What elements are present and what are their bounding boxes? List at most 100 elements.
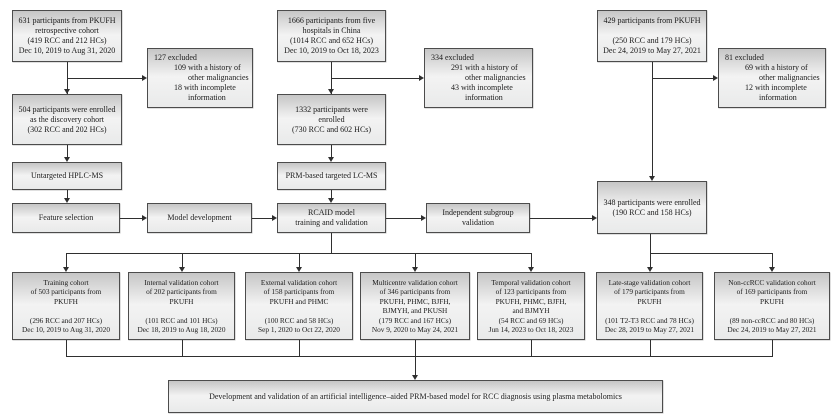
box-rcaid-model: RCAID model training and validation	[277, 203, 386, 233]
text-line: and BJMYH	[512, 306, 550, 315]
text-line: PRM-based targeted LC-MS	[285, 171, 378, 180]
text-line: Jun 14, 2023 to Oct 18, 2023	[488, 325, 574, 334]
text-line	[600, 26, 704, 36]
arrowhead-down	[64, 89, 70, 94]
text-line: PKUFH	[760, 296, 784, 306]
arrowhead-down	[63, 267, 69, 272]
arrowhead-down	[328, 89, 334, 94]
text-line: 69 with a history of	[745, 63, 808, 72]
arrowhead-right	[713, 75, 718, 81]
box-retrospective-cohort: 631 participants from PKUFH retrospectiv…	[12, 10, 122, 62]
box-excluded-334: 334 excluded 291 with a history of other…	[424, 48, 533, 108]
text-line: RCAID model	[308, 208, 355, 217]
text-line: Untargeted HPLC-MS	[30, 171, 104, 180]
text-line: (296 RCC and 207 HCs)	[29, 315, 103, 325]
text-line: (89 non-ccRCC and 80 HCs)	[729, 315, 815, 325]
text-line: 109 with a history of	[174, 63, 241, 72]
connector-line	[652, 62, 653, 176]
text-line: Dec 24, 2019 to May 27, 2021	[727, 325, 817, 334]
text-line: of 123 participants from	[495, 287, 567, 296]
connector-line	[386, 218, 421, 219]
text-line: 43 with incomplete	[451, 83, 513, 92]
text-line: validation	[462, 218, 494, 227]
connector-line	[415, 253, 416, 267]
arrowhead-right	[592, 215, 597, 221]
connector-line	[331, 145, 332, 157]
text-line: 1666 participants from five	[287, 16, 376, 25]
text-line: Non-ccRCC validation cohort	[728, 277, 816, 287]
text-line: Sep 1, 2020 to Oct 22, 2020	[258, 325, 340, 334]
box-prm-targeted-lc-ms: PRM-based targeted LC-MS	[277, 162, 386, 190]
text-line: Late-stage validation cohort	[608, 277, 691, 287]
arrowhead-down	[769, 267, 775, 272]
connector-line	[182, 253, 183, 267]
arrowhead-down	[649, 176, 655, 181]
text-line: of 202 participants from	[146, 287, 217, 296]
text-line: 504 participants were enrolled	[18, 104, 116, 114]
box-internal-validation-cohort: Internal validation cohort of 202 partic…	[128, 272, 235, 340]
box-late-stage-validation-cohort: Late-stage validation cohort of 179 part…	[596, 272, 703, 340]
connector-line	[67, 145, 68, 157]
text-line: 631 participants from PKUFH	[18, 16, 116, 25]
text-line: other malignancies	[188, 73, 249, 82]
connector-line	[650, 253, 651, 267]
text-line: 81 excluded	[725, 53, 764, 62]
text-line: 1332 participants were	[295, 104, 368, 114]
text-line: PKUFH, PHMC, BJFH,	[379, 296, 451, 306]
text-line: as the discovery cohort	[30, 114, 104, 124]
text-line: (302 RCC and 202 HCs)	[27, 124, 107, 134]
text-line: 334 excluded	[431, 53, 474, 62]
connector-line	[331, 78, 419, 79]
arrowhead-right	[272, 215, 277, 221]
text-line: (730 RCC and 602 HCs)	[291, 124, 372, 134]
box-excluded-81: 81 excluded 69 with a history of other m…	[718, 48, 826, 108]
text-line: 127 excluded	[154, 53, 197, 62]
connector-line	[331, 233, 332, 253]
text-line: information	[759, 93, 797, 102]
text-line: Dec 10, 2019 to Aug 31, 2020	[18, 46, 116, 55]
box-conclusion: Development and validation of an artific…	[168, 380, 663, 413]
text-line: Dec 18, 2019 to Aug 18, 2020	[137, 325, 226, 334]
connector-line	[531, 340, 532, 356]
text-line: Temporal validation cohort	[491, 277, 571, 287]
arrowhead-right	[419, 75, 424, 81]
connector-line	[530, 218, 592, 219]
text-line	[599, 306, 700, 316]
text-line: (190 RCC and 158 HCs)	[612, 207, 692, 217]
arrowhead-down	[64, 198, 70, 203]
text-line: training and validation	[295, 218, 368, 227]
box-excluded-127: 127 excluded 109 with a history of other…	[147, 48, 253, 108]
text-line: of 158 participants from	[263, 287, 335, 296]
arrowhead-down	[296, 267, 302, 272]
text-line: (250 RCC and 179 HCs)	[612, 36, 692, 45]
arrowhead-down	[412, 375, 418, 380]
arrowhead-down	[64, 157, 70, 162]
connector-line	[650, 234, 651, 253]
box-temporal-validation-cohort: Temporal validation cohort of 123 partic…	[477, 272, 585, 340]
text-line: Dec 24, 2019 to May 27, 2021	[603, 46, 701, 55]
box-subgroup-cohort: 429 participants from PKUFH (250 RCC and…	[597, 10, 707, 62]
text-line: (54 RCC and 69 HCs)	[498, 315, 564, 325]
box-training-cohort: Training cohort of 503 participants from…	[12, 272, 120, 340]
text-line: Development and validation of an artific…	[209, 391, 622, 401]
box-discovery-enrolled: 504 participants were enrolled as the di…	[12, 94, 122, 145]
connector-line	[182, 340, 183, 356]
text-line: other malignancies	[759, 73, 820, 82]
arrowhead-down	[328, 198, 334, 203]
text-line: 12 with incomplete	[745, 83, 807, 92]
text-line: 429 participants from PKUFH	[603, 16, 701, 25]
text-line: Dec 10, 2019 to Oct 18, 2023	[284, 46, 379, 55]
text-line: 348 participants were enrolled	[603, 197, 701, 207]
arrowhead-right	[142, 215, 147, 221]
arrowhead-down	[647, 267, 653, 272]
text-line: External validation cohort	[260, 277, 338, 287]
text-line	[248, 306, 350, 316]
text-line: enrolled	[318, 114, 345, 124]
box-untargeted-hplc-ms: Untargeted HPLC-MS	[12, 162, 122, 190]
text-line: Nov 9, 2020 to May 24, 2021	[371, 325, 459, 334]
text-line: (101 T2-T3 RCC and 78 HCs)	[605, 315, 694, 325]
connector-line	[299, 253, 300, 267]
connector-line	[67, 78, 142, 79]
text-line: Internal validation cohort	[144, 277, 219, 287]
